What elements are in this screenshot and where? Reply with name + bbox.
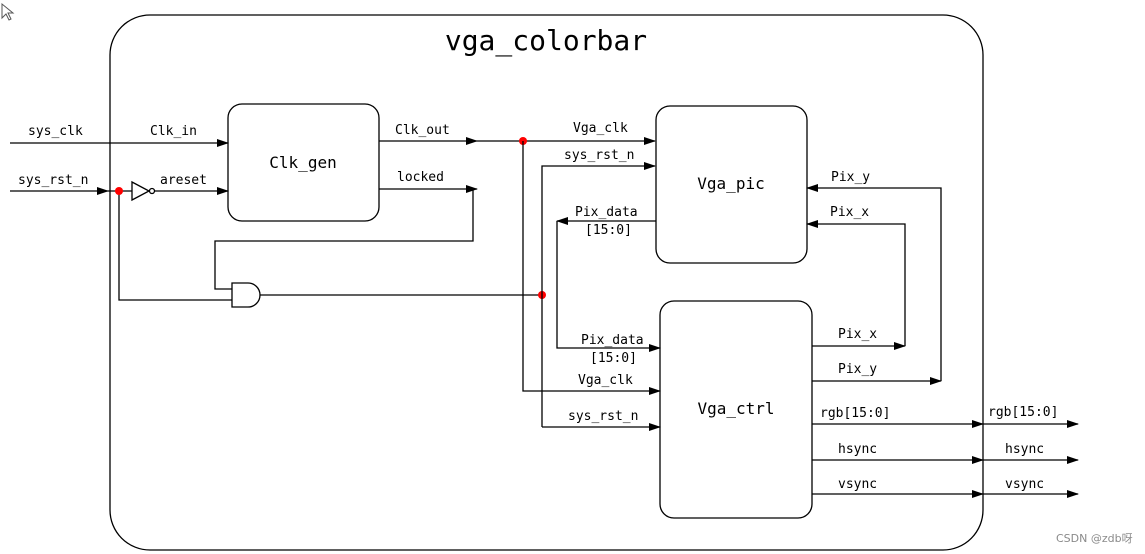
pic-pix-data-width-label: [15:0] — [585, 223, 632, 238]
top-module-title: vga_colorbar — [445, 24, 647, 58]
pic-pix-x-label: Pix_x — [830, 205, 869, 220]
inverter-bubble — [148, 187, 156, 195]
watermark: CSDN @zdb呀 — [1056, 532, 1133, 545]
clk-gen-label: Clk_gen — [269, 153, 336, 172]
rst-junction-dot — [115, 187, 123, 195]
ctrl-pix-data-label: Pix_data — [581, 333, 644, 348]
pic-pix-y-label: Pix_y — [831, 170, 870, 185]
out-rgb-label: rgb[15:0] — [988, 405, 1058, 420]
locked-to-and-wire — [214, 189, 474, 290]
vga-pic-label: Vga_pic — [697, 174, 764, 193]
ctrl-vga-clk-label: Vga_clk — [578, 373, 633, 388]
cursor-icon — [1, 2, 15, 21]
areset-label: areset — [160, 173, 207, 188]
ctrl-sys-rst-n-label: sys_rst_n — [568, 409, 638, 424]
rst-n-to-pic-wire — [541, 162, 656, 427]
ctrl-pix-x-label: Pix_x — [838, 327, 877, 342]
clk-out-label: Clk_out — [395, 123, 450, 138]
vga-clk-to-ctrl-wire — [522, 141, 661, 395]
ctrl-rgb-label: rgb[15:0] — [820, 406, 890, 421]
ctrl-pix-y-label: Pix_y — [838, 362, 877, 377]
ctrl-vsync-label: vsync — [838, 477, 877, 492]
out-vsync-label: vsync — [1005, 477, 1044, 492]
and-gate-icon — [231, 282, 261, 308]
pix-x-to-pic-wire — [806, 220, 906, 346]
pic-vga-clk-label: Vga_clk — [573, 121, 628, 136]
pic-sys-rst-n-label: sys_rst_n — [564, 148, 634, 163]
clk-gen-block — [227, 103, 380, 222]
out-hsync-label: hsync — [1005, 442, 1044, 457]
sys-rst-n-label: sys_rst_n — [18, 173, 88, 188]
vga-ctrl-label: Vga_ctrl — [697, 399, 774, 418]
sys-clk-label: sys_clk — [28, 124, 83, 139]
pix-y-to-pic-wire — [806, 184, 942, 381]
clk-in-label: Clk_in — [150, 124, 197, 139]
ctrl-pix-data-width-label: [15:0] — [590, 351, 637, 366]
pix-data-to-ctrl-wire — [556, 221, 661, 352]
vga-ctrl-block — [659, 300, 813, 519]
ctrl-hsync-label: hsync — [838, 442, 877, 457]
locked-label: locked — [397, 170, 444, 185]
rst-to-and-wire — [118, 191, 232, 301]
inverter-icon — [131, 180, 151, 202]
pic-pix-data-label: Pix_data — [575, 205, 638, 220]
